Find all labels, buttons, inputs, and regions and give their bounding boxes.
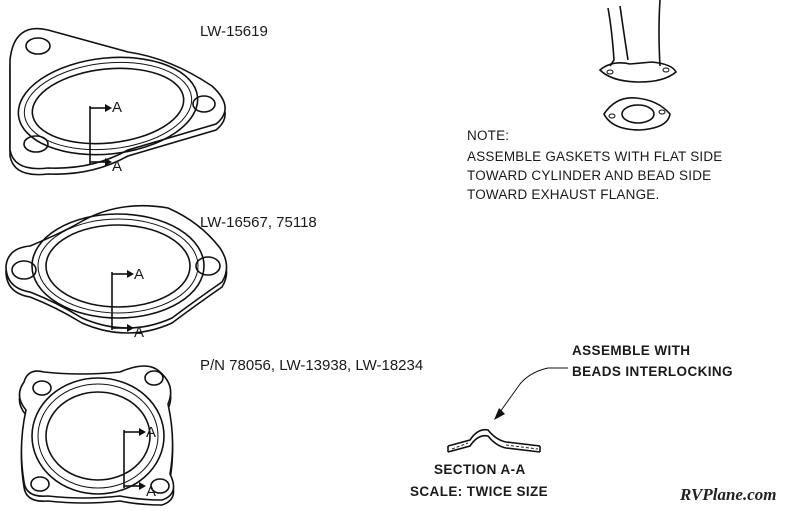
gasket-square — [18, 365, 175, 506]
section-title: SECTION A-A — [434, 462, 526, 477]
note-line: ASSEMBLE GASKETS WITH FLAT SIDE — [467, 149, 723, 164]
section-marker-a-6: A — [146, 483, 156, 500]
part-number-label: P/N 78056, LW-13938, LW-18234 — [200, 357, 423, 374]
section-marker-a-2: A — [112, 158, 122, 175]
interlock-callout: ASSEMBLE WITH BEADS INTERLOCKING — [494, 343, 733, 420]
section-a-a-profile — [447, 428, 541, 453]
note-line: TOWARD EXHAUST FLANGE. — [467, 187, 659, 202]
section-marker-a-4: A — [134, 324, 144, 341]
note-line: NOTE: — [467, 128, 509, 143]
gasket-oval — [5, 204, 228, 334]
section-scale: SCALE: TWICE SIZE — [410, 484, 548, 499]
watermark-text: RVPlane.com — [679, 485, 777, 504]
exhaust-pipe-illustration — [598, 0, 677, 131]
assembly-note: NOTE: ASSEMBLE GASKETS WITH FLAT SIDE TO… — [467, 128, 723, 202]
note-line: TOWARD CYLINDER AND BEAD SIDE — [467, 168, 711, 183]
callout-line: BEADS INTERLOCKING — [572, 364, 733, 379]
section-marker-a-3: A — [134, 266, 144, 283]
section-marker-a-1: A — [112, 99, 122, 116]
section-marker-a-5: A — [146, 424, 156, 441]
part-number-label: LW-16567, 75118 — [200, 214, 317, 231]
gasket-triangular — [9, 27, 226, 176]
part-number-label: LW-15619 — [200, 23, 268, 40]
callout-line: ASSEMBLE WITH — [572, 343, 690, 358]
